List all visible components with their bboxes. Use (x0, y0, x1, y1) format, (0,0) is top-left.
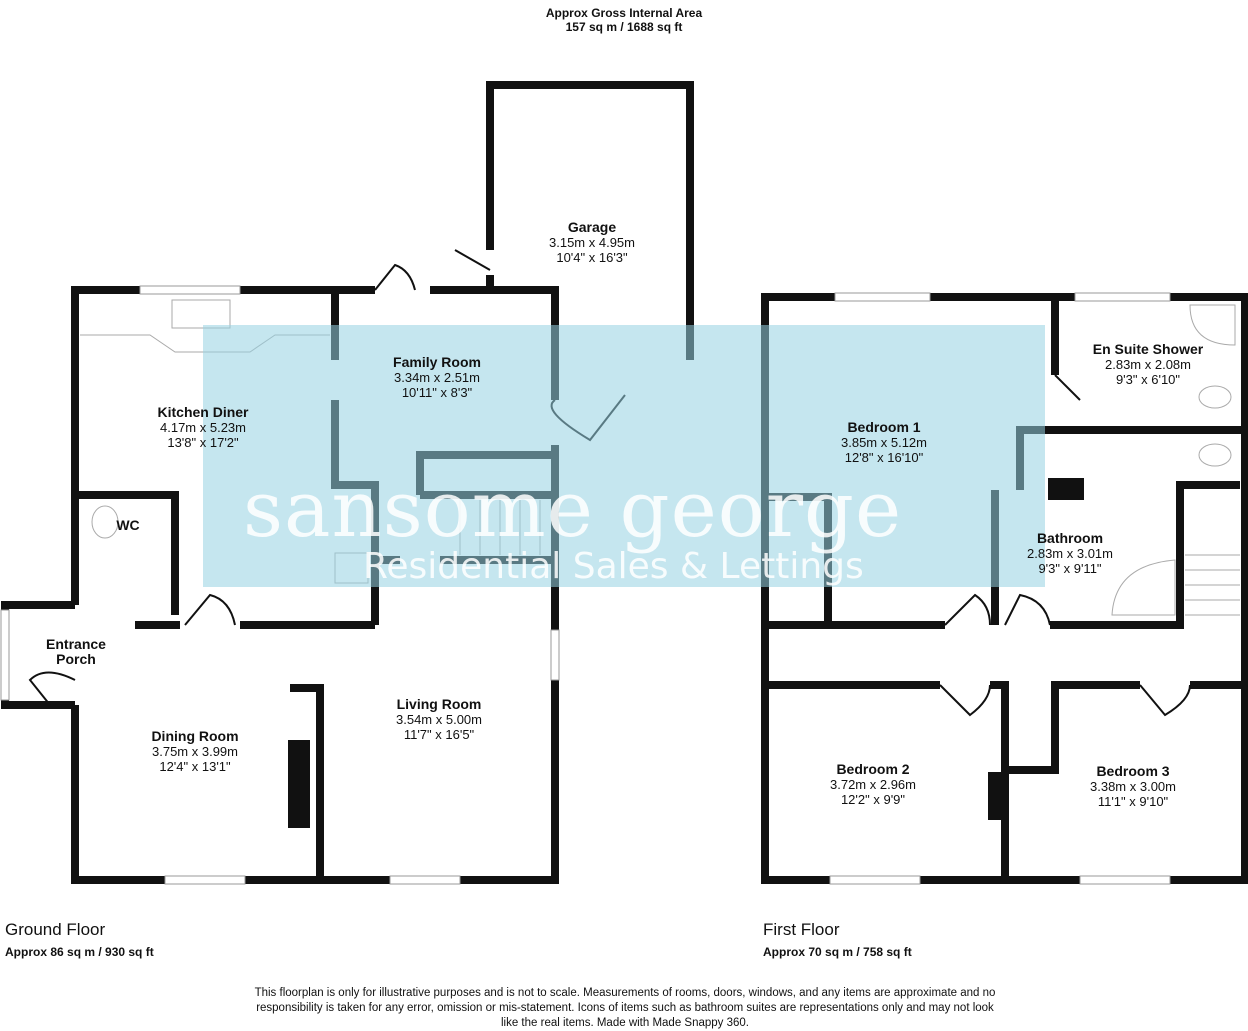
room-name: Kitchen Diner (157, 404, 249, 420)
bath-icon (1111, 559, 1176, 616)
stairs (1185, 554, 1240, 616)
toilet-icon (1198, 443, 1232, 467)
disclaimer: This floorplan is only for illustrative … (254, 987, 996, 1029)
toilet-icon (91, 505, 119, 539)
room-name: Family Room (393, 354, 481, 370)
door-swing (1054, 374, 1081, 401)
window (829, 875, 921, 885)
room-metric: 3.72m x 2.96m (830, 777, 916, 792)
room-imperial: 11'7" x 16'5" (403, 727, 475, 742)
room-wc: WC (116, 518, 139, 533)
room-name: En Suite Shower (1092, 341, 1204, 357)
room-entrance-porch: Entrance Porch (41, 637, 111, 667)
door-swing (454, 249, 491, 271)
door-swing (374, 263, 416, 291)
room-imperial: 12'4" x 13'1" (159, 759, 231, 774)
room-metric: 3.85m x 5.12m (841, 435, 927, 450)
wc-wall (75, 491, 179, 615)
watermark-tagline: Residential Sales & Lettings (363, 546, 864, 587)
room-metric: 3.38m x 3.00m (1090, 779, 1176, 794)
room-name: Bedroom 3 (1096, 763, 1170, 779)
toilet-icon (1198, 385, 1232, 409)
room-name: Living Room (396, 696, 482, 712)
room-name: Entrance Porch (46, 636, 106, 667)
chimney-breast (288, 740, 310, 828)
door-swing (28, 671, 76, 706)
room-imperial: 13'8" x 17'2" (167, 435, 239, 450)
door-swing (939, 684, 991, 717)
header-title: Approx Gross Internal Area (545, 6, 703, 20)
room-imperial: 12'8" x 16'10" (844, 450, 924, 465)
window (389, 875, 461, 885)
room-name: WC (116, 517, 140, 533)
watermark-brand: sansome george (243, 465, 903, 555)
shower-icon (1189, 304, 1236, 346)
room-name: Bathroom (1036, 530, 1104, 546)
door-swing (184, 593, 236, 626)
window (164, 875, 246, 885)
room-imperial: 10'4" x 16'3" (556, 250, 628, 265)
room-imperial: 10'11" x 8'3" (401, 385, 473, 400)
chimney-breast (1048, 478, 1084, 500)
room-imperial: 12'2" x 9'9" (840, 792, 906, 807)
window (0, 609, 10, 701)
hall-wall (1050, 481, 1240, 629)
sink-icon (171, 299, 231, 329)
room-metric: 4.17m x 5.23m (159, 420, 246, 435)
room-metric: 3.75m x 3.99m (151, 744, 238, 759)
room-metric: 3.54m x 5.00m (396, 712, 482, 727)
hall-wall (1005, 681, 1140, 774)
room-name: Bedroom 1 (847, 419, 921, 435)
garage-wall (486, 81, 694, 360)
window (550, 629, 560, 681)
room-metric: 3.15m x 4.95m (549, 235, 635, 250)
watermark-banner: sansome george Residential Sales & Letti… (203, 325, 1045, 587)
window (834, 292, 931, 302)
room-imperial: 9'3" x 6'10" (1115, 372, 1181, 387)
room-name: Bedroom 2 (836, 761, 910, 777)
room-metric: 2.83m x 3.01m (1027, 546, 1113, 561)
door-swing (944, 593, 991, 626)
gross-area-header: Approx Gross Internal Area 157 sq m / 16… (0, 6, 1248, 34)
header-area: 157 sq m / 1688 sq ft (565, 20, 683, 34)
room-name: Dining Room (151, 728, 239, 744)
ground-floor-area: Approx 86 sq m / 930 sq ft (5, 945, 154, 959)
chimney-breast (988, 772, 1008, 820)
first-floor-area: Approx 70 sq m / 758 sq ft (763, 945, 912, 959)
first-floor-title: First Floor (763, 920, 840, 939)
room-name: Garage (567, 219, 617, 235)
room-metric: 3.34m x 2.51m (394, 370, 480, 385)
window (1074, 292, 1171, 302)
door-swing (1004, 593, 1051, 626)
room-metric: 2.83m x 2.08m (1105, 357, 1191, 372)
room-imperial: 11'1" x 9'10" (1097, 794, 1169, 809)
window (1079, 875, 1171, 885)
ground-floor-title: Ground Floor (5, 920, 106, 939)
window (139, 285, 241, 295)
living-dining-wall (290, 684, 324, 880)
door-swing (1139, 684, 1191, 717)
room-imperial: 9'3" x 9'11" (1038, 561, 1102, 576)
